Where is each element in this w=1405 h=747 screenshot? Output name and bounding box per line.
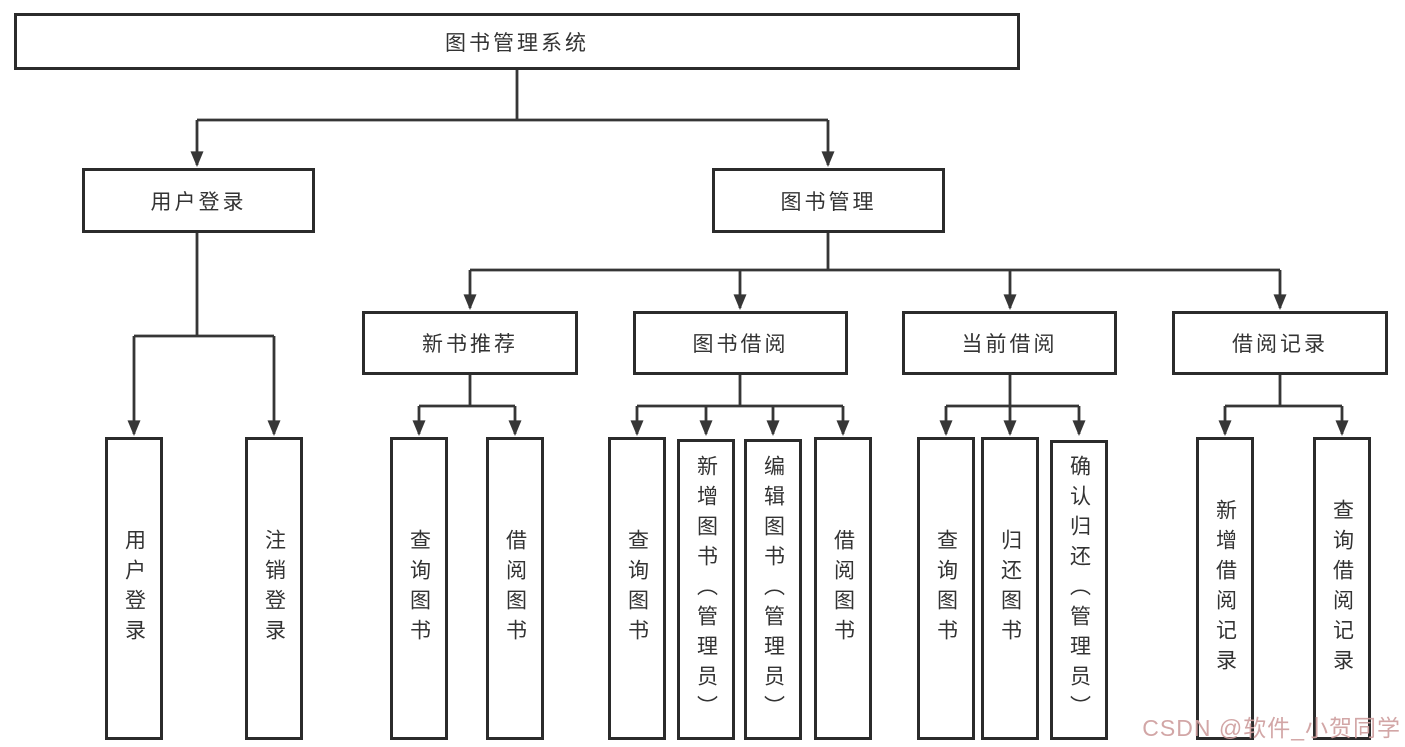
- leaf-borrow-books: 借阅图书: [814, 437, 872, 740]
- node-new-book-recommendation: 新书推荐: [362, 311, 578, 375]
- leaf-add-book-admin: 新增图书（管理员）: [677, 439, 735, 740]
- node-borrowing-records: 借阅记录: [1172, 311, 1388, 375]
- leaf-edit-book-admin: 编辑图书（管理员）: [744, 439, 802, 740]
- leaf-query-books-borrow: 查询图书: [608, 437, 666, 740]
- leaf-add-borrow-record: 新增借阅记录: [1196, 437, 1254, 740]
- csdn-watermark: CSDN @软件_小贺同学: [1142, 715, 1401, 741]
- leaf-confirm-return-admin: 确认归还（管理员）: [1050, 440, 1108, 740]
- connector-trunks: [134, 70, 1342, 408]
- leaf-query-borrow-record: 查询借阅记录: [1313, 437, 1371, 740]
- leaf-query-books-current: 查询图书: [917, 437, 975, 740]
- node-book-borrowing: 图书借阅: [633, 311, 848, 375]
- node-book-management: 图书管理: [712, 168, 945, 233]
- node-user-login: 用户登录: [82, 168, 315, 233]
- connector-arrows: [127, 120, 1349, 436]
- leaf-return-book: 归还图书: [981, 437, 1039, 740]
- leaf-query-books-recommend: 查询图书: [390, 437, 448, 740]
- leaf-logout: 注销登录: [245, 437, 303, 740]
- leaf-user-login: 用户登录: [105, 437, 163, 740]
- leaf-borrow-books-recommend: 借阅图书: [486, 437, 544, 740]
- node-library-management-system: 图书管理系统: [14, 13, 1020, 70]
- node-current-borrowing: 当前借阅: [902, 311, 1117, 375]
